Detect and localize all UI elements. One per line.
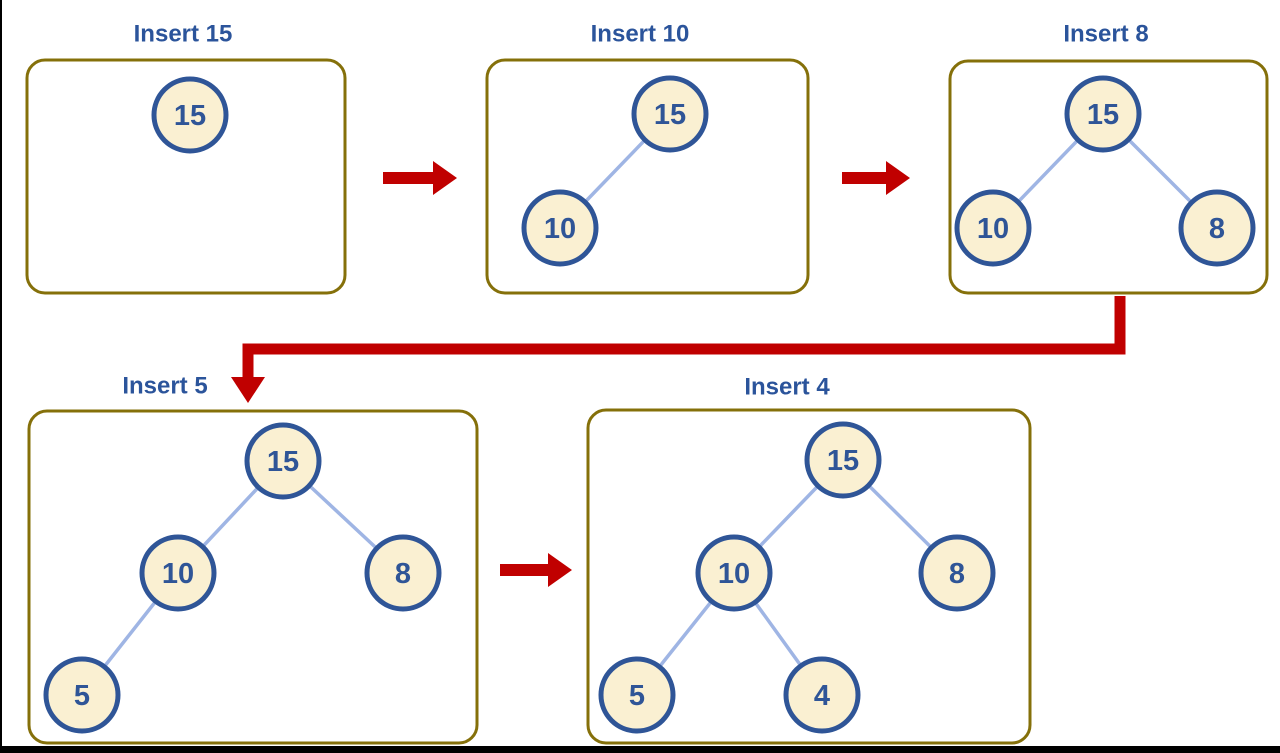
tree-node-15: 15 [151,76,229,154]
tree-node-15: 15 [244,422,322,500]
tree-node-15: 15 [804,421,882,499]
node-circle [695,534,773,612]
node-circle [1178,189,1256,267]
node-circle [43,656,121,734]
panel-title: Insert 5 [122,373,207,400]
elbow-connector-line [242,296,1126,377]
tree-node-10: 10 [695,534,773,612]
node-value: 8 [949,558,965,590]
node-circle [804,421,882,499]
screen-edge-left [0,0,2,753]
node-circle [631,75,709,153]
node-value: 8 [1209,213,1225,245]
panel-step-3: Insert 8 15 10 8 [948,21,1269,295]
node-circle [139,534,217,612]
node-circle [783,656,861,734]
node-circle [1064,75,1142,153]
tree-node-4: 4 [783,656,861,734]
panel-box [586,408,1032,745]
tree-node-15: 15 [1064,75,1142,153]
node-circle [918,534,996,612]
elbow-arrowhead-down-icon [231,377,265,403]
node-value: 5 [74,680,90,712]
node-value: 10 [544,213,576,245]
node-value: 10 [977,213,1009,245]
panel-title: Insert 15 [134,21,233,48]
tree-node-5: 5 [43,656,121,734]
node-value: 10 [718,558,750,590]
node-value: 15 [267,446,299,478]
tree-node-10: 10 [954,189,1032,267]
node-circle [364,534,442,612]
tree-node-15: 15 [631,75,709,153]
panel-title: Insert 4 [744,374,830,401]
tree-node-5: 5 [598,656,676,734]
tree-node-10: 10 [139,534,217,612]
panel-step-5: Insert 4 15 10 8 5 4 [586,374,1032,745]
panel-box [25,58,347,295]
tree-node-10: 10 [521,189,599,267]
tree-node-8: 8 [918,534,996,612]
node-value: 5 [629,680,645,712]
node-circle [954,189,1032,267]
node-circle [521,189,599,267]
node-circle [598,656,676,734]
node-value: 8 [395,558,411,590]
arrow-step3-to-step4 [231,296,1126,403]
node-value: 15 [827,445,859,477]
arrow-step2-to-step3-icon [842,161,910,195]
panel-title: Insert 8 [1063,21,1148,48]
panel-title: Insert 10 [591,21,690,48]
panel-step-2: Insert 10 15 10 [485,21,810,295]
node-value: 4 [814,680,830,712]
panel-step-1: Insert 15 15 [25,21,347,295]
node-circle [151,76,229,154]
panel-box [27,409,479,745]
panel-step-4: Insert 5 15 10 8 5 [27,373,479,745]
arrow-step1-to-step2-icon [383,161,457,195]
node-value: 10 [162,558,194,590]
node-circle [244,422,322,500]
screen-edge-bottom [0,746,1280,753]
tree-node-8: 8 [364,534,442,612]
node-value: 15 [654,99,686,131]
node-value: 15 [1087,99,1119,131]
tree-node-8: 8 [1178,189,1256,267]
arrow-step4-to-step5-icon [500,553,572,587]
node-value: 15 [174,100,206,132]
